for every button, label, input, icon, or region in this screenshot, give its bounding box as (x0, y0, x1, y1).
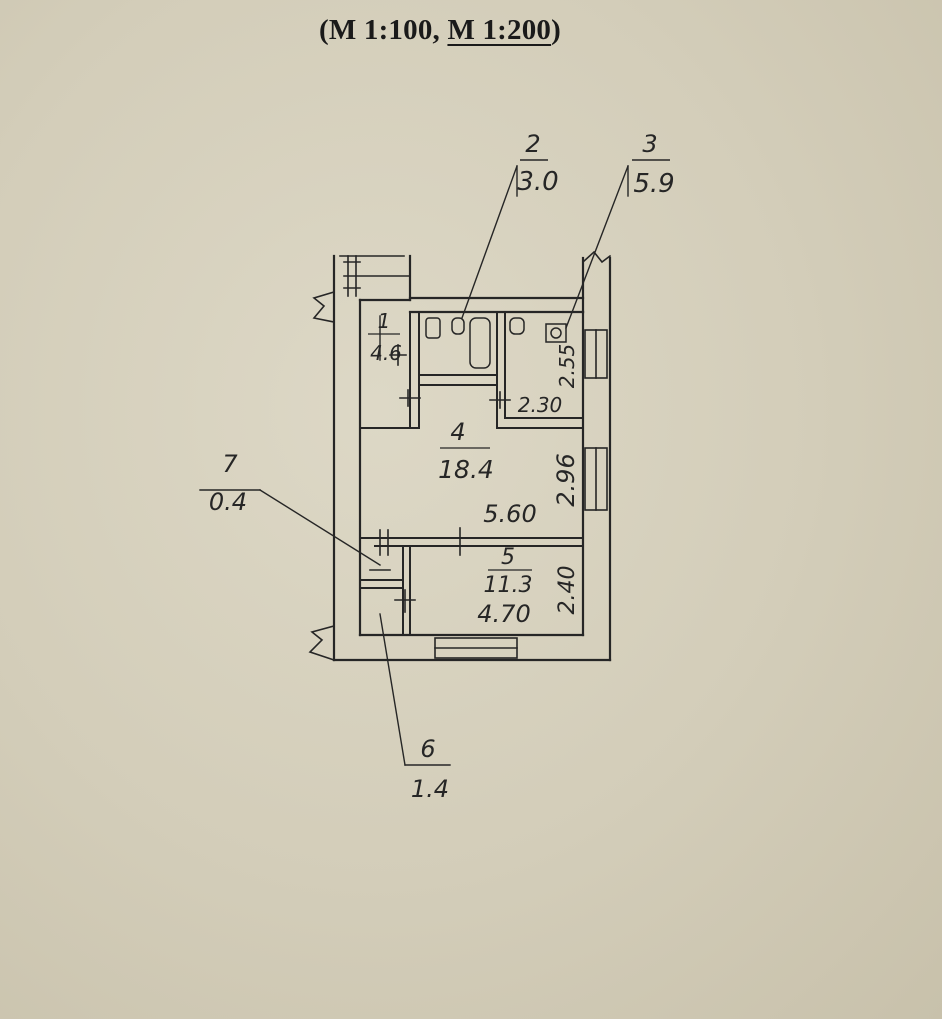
room-7-number: 7 (222, 450, 238, 478)
door-marks (369, 344, 511, 613)
room-2-number: 2 (525, 130, 540, 158)
room-3-width: 2.30 (518, 393, 563, 417)
room-6-area: 1.4 (411, 775, 449, 803)
room-1-area: 4.6 (370, 341, 402, 365)
fixtures (425, 317, 567, 369)
room-4-width: 5.60 (483, 500, 536, 528)
room-1-number: 1 (378, 309, 391, 333)
room-4-height: 2.96 (552, 453, 580, 506)
scale-selected: М 1:200 (447, 14, 552, 46)
room-7-area: 0.4 (209, 488, 247, 516)
room-5-width: 4.70 (477, 600, 530, 628)
room-2-area: 3.0 (517, 167, 558, 197)
room-3-area: 5.9 (633, 169, 674, 199)
room-4-area: 18.4 (438, 455, 494, 484)
leader-lines (199, 165, 629, 766)
windows (434, 329, 608, 659)
scale-title: (М 1:100, М 1:200) (0, 14, 880, 47)
room-4-number: 4 (450, 418, 465, 446)
room-3-height: 2.55 (555, 344, 579, 389)
room-5-height: 2.40 (555, 566, 580, 615)
room-labels: 2 3.0 3 5.9 1 4.6 4 18.4 5 11.3 7 0.4 6 … (209, 130, 675, 803)
room-3-number: 3 (642, 130, 657, 158)
wall-break-top-left (308, 250, 612, 662)
room-5-number: 5 (501, 545, 515, 570)
interior-walls (359, 311, 584, 636)
scale-close: ) (551, 14, 561, 46)
room-5-area: 11.3 (484, 573, 533, 598)
dimension-labels: 2.30 2.55 5.60 2.96 4.70 2.40 (477, 344, 580, 628)
room-6-number: 6 (420, 735, 435, 763)
scale-open: (М 1:100, (319, 14, 448, 46)
